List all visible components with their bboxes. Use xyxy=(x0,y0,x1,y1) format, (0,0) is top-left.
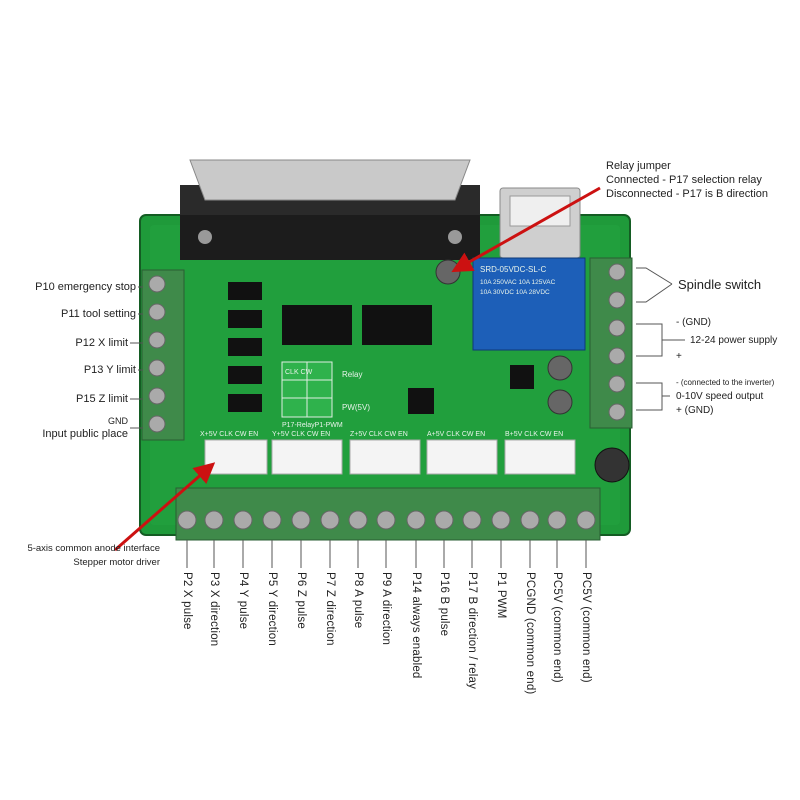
regulator xyxy=(510,365,534,389)
label-pc5v-common-end-2: PC5V (common end) xyxy=(580,572,592,683)
label-p13-y-limit: P13 Y limit xyxy=(83,364,136,376)
label-input-public-place: Input public place xyxy=(42,428,128,440)
label-power-supply: 12-24 power supply xyxy=(690,335,778,346)
label-p17-b-direction-relay: P17 B direction / relay xyxy=(466,572,478,690)
label-p5-y-direction: P5 Y direction xyxy=(266,572,278,646)
right-terminal-block xyxy=(589,257,633,429)
label-p16-b-pulse: P16 B pulse xyxy=(438,572,450,637)
label-p4-y-pulse: P4 Y pulse xyxy=(237,572,249,630)
label-spindle-switch: Spindle switch xyxy=(678,277,762,292)
label-driver-line2: Stepper motor driver xyxy=(73,557,160,568)
label-plus-top: + xyxy=(676,351,682,362)
silk-axis-y: Y+5V CLK CW EN xyxy=(272,431,330,438)
db25-connector xyxy=(180,159,480,260)
bottom-leader-lines xyxy=(186,540,587,568)
silk-pwr: PW(5V) xyxy=(342,403,370,412)
label-p2-x-pulse: P2 X pulse xyxy=(181,572,193,630)
relay-part-line3: 10A 30VDC 10A 28VDC xyxy=(480,289,550,296)
label-p12-x-limit: P12 X limit xyxy=(75,337,128,349)
label-p14-always-enabled: P14 always enabled xyxy=(410,572,422,679)
label-gnd-bottom: + (GND) xyxy=(676,405,714,416)
label-gnd: GND xyxy=(108,416,128,426)
label-p10-emergency-stop: P10 emergency stop xyxy=(35,281,136,293)
silk-axis-x: X+5V CLK CW EN xyxy=(200,431,258,438)
relay-jumper-line1: Connected - P17 selection relay xyxy=(606,174,762,186)
label-p9-a-direction: P9 A direction xyxy=(380,572,392,646)
label-pcgnd-common-end: PCGND (common end) xyxy=(524,572,536,695)
label-p1-pwm: P1 PWM xyxy=(495,572,507,619)
optocouplers xyxy=(228,282,262,412)
label-p8-a-pulse: P8 A pulse xyxy=(352,572,364,629)
axis-connectors xyxy=(204,439,576,475)
left-terminal-block xyxy=(141,269,185,441)
left-leader-lines xyxy=(130,286,143,429)
small-ic xyxy=(408,388,434,414)
silk-table-header: CLK CW xyxy=(285,369,313,376)
label-inverter: - (connected to the inverter) xyxy=(676,378,775,387)
label-gnd-top: - (GND) xyxy=(676,317,711,328)
label-p3-x-direction: P3 X direction xyxy=(208,572,220,647)
silk-axis-z: Z+5V CLK CW EN xyxy=(350,431,408,438)
bottom-terminal-block xyxy=(175,487,601,541)
label-pc5v-common-end-1: PC5V (common end) xyxy=(551,572,563,683)
label-speed-output: 0-10V speed output xyxy=(676,391,764,402)
silk-table-caption: P17-RelayP1-PWM xyxy=(282,422,343,429)
label-p11-tool-setting: P11 tool setting xyxy=(60,308,136,320)
right-brackets xyxy=(636,267,685,411)
silk-axis-b: B+5V CLK CW EN xyxy=(505,431,563,438)
relay-part-line1: SRD-05VDC-SL-C xyxy=(480,265,546,274)
driver-arrow xyxy=(114,462,216,552)
label-p7-z-direction: P7 Z direction xyxy=(324,572,336,646)
capacitor xyxy=(594,447,630,483)
relay-jumper-title: Relay jumper xyxy=(606,160,671,172)
silk-relay: Relay xyxy=(342,370,362,379)
relay-jumper-line2: Disconnected - P17 is B direction xyxy=(606,188,769,200)
relay-part-line2: 10A 250VAC 10A 125VAC xyxy=(480,279,556,286)
silk-axis-a: A+5V CLK CW EN xyxy=(427,431,485,438)
label-p15-z-limit: P15 Z limit xyxy=(76,393,128,405)
label-p6-z-pulse: P6 Z pulse xyxy=(295,572,307,629)
ic-chip-right xyxy=(362,305,432,345)
relay-arrow xyxy=(451,186,601,273)
label-driver-line1: 5-axis common anode interface xyxy=(27,543,160,554)
ic-chip-left xyxy=(282,305,352,345)
